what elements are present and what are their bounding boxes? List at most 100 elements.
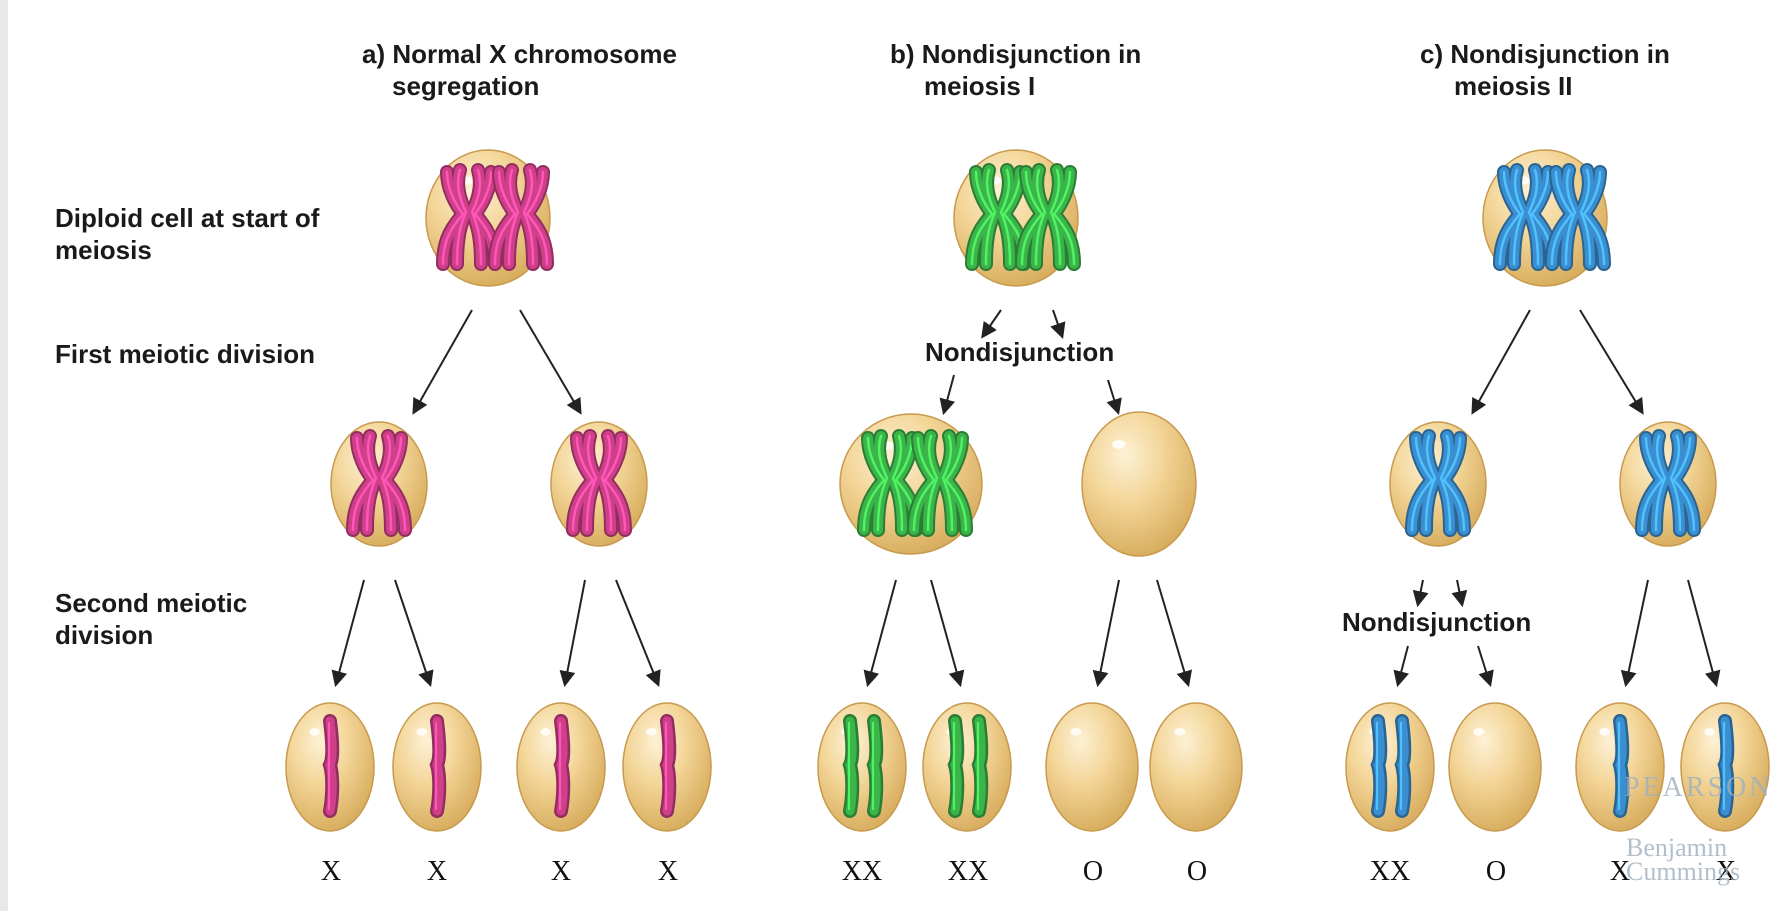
- cell-a-meiosis1-right: [550, 421, 648, 547]
- chromatid-highlight: [1442, 436, 1466, 532]
- chromatid-highlight: [522, 168, 535, 266]
- cell-b-gamete-2: [922, 702, 1012, 832]
- chromatid: [1720, 716, 1732, 816]
- x-chromosome: [346, 429, 412, 537]
- chromatid: [1615, 716, 1627, 816]
- arrow-a-second-1: [331, 579, 365, 688]
- chromatid-highlight: [1034, 168, 1047, 266]
- row-label-diploid-line1: Diploid cell at start of: [55, 203, 320, 233]
- chromatid-highlight: [1052, 170, 1076, 266]
- panel-b-title-line1: b) Nondisjunction in: [890, 39, 1142, 69]
- cell-b-gamete-4: [1149, 702, 1243, 832]
- cell-b-gamete-3: [1045, 702, 1139, 832]
- x-chromosome: [1635, 429, 1701, 537]
- nondisjunction-label-meiosis-2: Nondisjunction: [1342, 607, 1532, 637]
- panel-b-title-line2: meiosis I: [924, 71, 1036, 101]
- chromatid-highlight: [1579, 168, 1592, 266]
- genotype-c-1: XX: [1369, 856, 1411, 887]
- x-chromosome: [488, 163, 554, 271]
- panel-c-title: c) Nondisjunction in meiosis II: [1420, 38, 1670, 102]
- chromatid-highlight: [876, 434, 889, 532]
- arrow-b-second-4: [1156, 579, 1193, 688]
- chromatid-highlight: [1672, 436, 1696, 532]
- panel-c-title-line1: c) Nondisjunction in: [1420, 39, 1670, 69]
- chromatid-highlight: [926, 434, 939, 532]
- single-chromatid: [659, 714, 677, 818]
- arrow-c-second-3: [1620, 579, 1649, 688]
- chromatid-highlight: [944, 436, 968, 532]
- arrow-b-first-left: [939, 374, 956, 416]
- x-chromosome: [436, 163, 502, 271]
- arrow-c-second-2: [1477, 645, 1494, 688]
- chromatid-highlight: [1582, 170, 1606, 266]
- chromatid: [845, 716, 857, 816]
- chromatid-highlight: [1020, 170, 1044, 266]
- cell-body: [1149, 702, 1243, 832]
- arrow-a-first-right: [519, 309, 582, 415]
- cell-c-gamete-1: [1345, 702, 1435, 832]
- cell-body: [1448, 702, 1542, 832]
- cell-a-gamete-4: [622, 702, 712, 832]
- chromatid-highlight: [1512, 168, 1525, 266]
- chromatid-highlight: [585, 434, 598, 532]
- row-label-first-division: First meiotic division: [55, 339, 316, 369]
- cell-b-diploid: [953, 149, 1081, 287]
- cell-highlight: [309, 727, 320, 736]
- genotype-b-3: O: [1082, 856, 1104, 887]
- genotype-c-3: X: [1609, 856, 1631, 887]
- chromatid-highlight: [1439, 434, 1452, 532]
- chromatid-highlight: [1410, 436, 1434, 532]
- single-chromatid: [842, 714, 860, 818]
- cell-body: [1345, 702, 1435, 832]
- single-chromatid: [971, 714, 989, 818]
- chromatid-highlight: [912, 436, 936, 532]
- x-chromosome: [566, 429, 632, 537]
- cell-highlight: [1174, 727, 1186, 736]
- single-chromatid: [1612, 714, 1630, 818]
- single-chromatid: [947, 714, 965, 818]
- chromatid-highlight: [380, 434, 393, 532]
- genotype-b-1: XX: [841, 856, 883, 887]
- chromatid: [325, 716, 337, 816]
- genotype-b-4: O: [1186, 856, 1208, 887]
- cell-highlight: [1599, 727, 1610, 736]
- chromatid: [950, 716, 962, 816]
- chromatid-highlight: [970, 170, 994, 266]
- chromatid-highlight: [571, 436, 595, 532]
- arrow-c-second-1: [1393, 645, 1409, 688]
- chromatid-highlight: [455, 168, 468, 266]
- arrow-b-first-left-top: [981, 309, 1002, 339]
- chromatid: [869, 716, 881, 816]
- chromatid-highlight: [862, 436, 886, 532]
- chromatid: [556, 716, 568, 816]
- arrow-a-second-4: [615, 579, 661, 687]
- arrow-a-second-2: [394, 579, 434, 688]
- row-label-second-line1: Second meiotic: [55, 588, 248, 618]
- x-chromosome: [1545, 163, 1611, 271]
- cell-a-meiosis1-left: [330, 421, 428, 547]
- arrow-b-second-2: [930, 579, 965, 688]
- chromatid-highlight: [1550, 170, 1574, 266]
- chromatid-highlight: [1640, 436, 1664, 532]
- chromatid-highlight: [470, 168, 483, 266]
- arrow-c-second-4: [1687, 579, 1721, 688]
- cell-highlight: [540, 727, 551, 736]
- cell-a-gamete-3: [516, 702, 606, 832]
- cell-highlight: [1704, 727, 1715, 736]
- cell-highlight: [416, 727, 427, 736]
- cell-highlight: [1112, 440, 1126, 449]
- arrow-c-second-1-top: [1412, 579, 1429, 608]
- cell-b-gamete-1: [817, 702, 907, 832]
- arrow-a-first-left: [412, 309, 473, 415]
- single-chromatid: [1370, 714, 1388, 818]
- cell-c-gamete-2: [1448, 702, 1542, 832]
- cell-body: [1081, 411, 1197, 557]
- chromatid-highlight: [351, 436, 375, 532]
- chromatid-highlight: [999, 168, 1012, 266]
- cell-c-gamete-4: [1680, 702, 1770, 832]
- chromatid-highlight: [1424, 434, 1437, 532]
- chromatid-highlight: [1564, 168, 1577, 266]
- row-label-diploid: Diploid cell at start of meiosis: [55, 202, 319, 266]
- chromatid-highlight: [441, 170, 465, 266]
